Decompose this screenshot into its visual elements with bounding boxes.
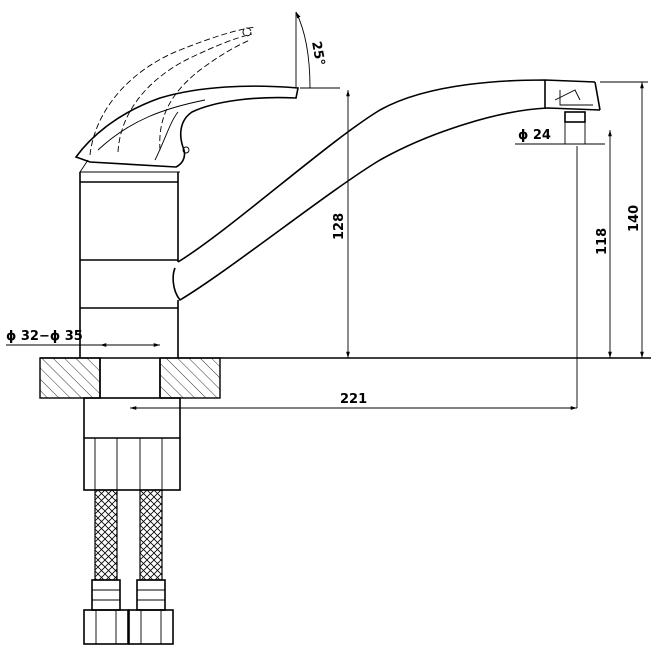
dimension-118: 118 — [576, 130, 612, 408]
dimension-outlet-diameter: ϕ 24 — [515, 122, 605, 145]
flex-hose-left — [83, 489, 129, 645]
outlet-diameter-label: ϕ 24 — [518, 128, 551, 143]
flex-hose-right — [128, 489, 174, 645]
dimension-140: 140 — [600, 81, 648, 358]
spout — [172, 79, 601, 302]
dimension-140-label: 140 — [627, 205, 642, 232]
handle-rotated-outline — [89, 26, 256, 156]
mounting-shank — [83, 397, 181, 491]
handle-lever — [74, 85, 299, 173]
countertop-section — [39, 357, 651, 399]
dimension-118-label: 118 — [595, 228, 610, 255]
faucet-body — [79, 172, 179, 358]
dimension-128: 128 — [332, 90, 350, 358]
dimension-128-label: 128 — [332, 213, 347, 240]
dimension-mount-hole: ϕ 32−ϕ 35 — [6, 329, 160, 347]
dimension-221-label: 221 — [340, 392, 367, 407]
angle-dimension: 25° — [295, 11, 340, 89]
mount-hole-label: ϕ 32−ϕ 35 — [6, 329, 83, 344]
angle-label: 25° — [308, 40, 327, 67]
dimension-221: 221 — [130, 392, 577, 410]
